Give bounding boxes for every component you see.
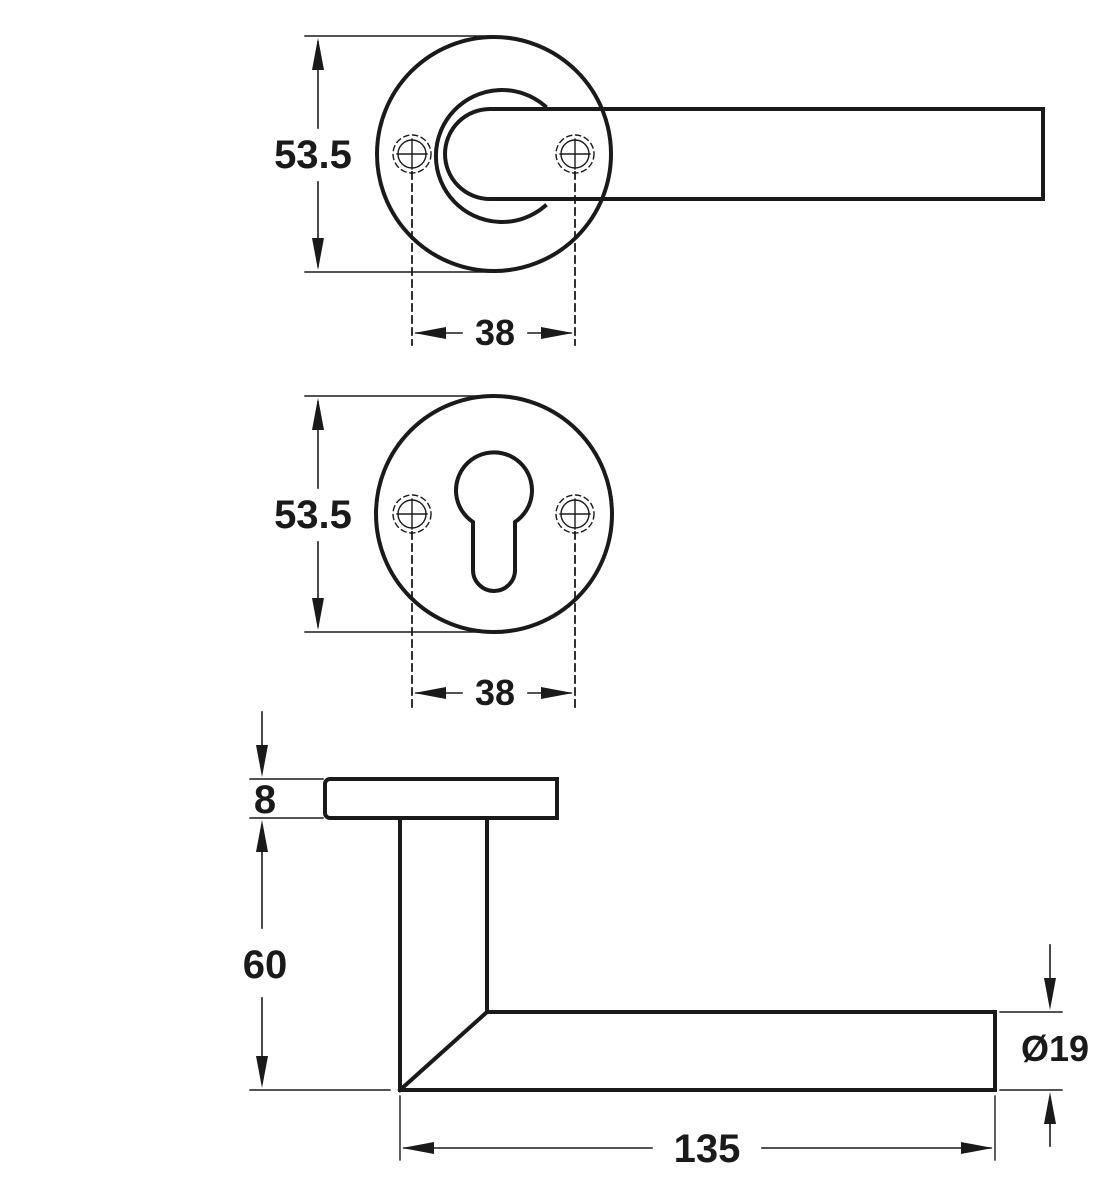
height-dimension-label: 53.5 <box>274 133 352 177</box>
handle-height-label: 60 <box>243 943 288 987</box>
bar-diameter-dimension-arrow <box>1044 944 1056 1147</box>
fixing-centres-dimension-arrow <box>414 327 573 339</box>
lever-mitre-line <box>397 1009 490 1093</box>
height-dimension-arrow <box>312 38 324 270</box>
screw-hole-right <box>555 134 595 174</box>
fixing-centres-dimension-arrow <box>414 687 573 699</box>
rose-thickness-dimension-arrow <box>256 711 268 929</box>
rose-outline <box>375 35 613 273</box>
height-dimension-arrow <box>312 398 324 630</box>
handle-side-view: 8 60 Ø19 135 <box>243 711 1089 1171</box>
euro-profile-keyhole <box>454 450 534 593</box>
screw-hole-left <box>392 134 432 174</box>
lever-neck-ring <box>434 88 548 224</box>
lever-side-profile <box>398 816 997 1092</box>
projection-label: 135 <box>674 1127 741 1171</box>
escutcheon-view: 53.5 38 <box>274 394 614 713</box>
rose-thickness-label: 8 <box>254 778 276 822</box>
handle-height-dimension-arrow <box>256 997 268 1088</box>
lever-bar <box>443 107 1045 201</box>
rose-side-profile <box>323 777 559 820</box>
height-dimension-label: 53.5 <box>274 493 352 537</box>
screw-hole-left <box>392 494 432 534</box>
bar-diameter-label: Ø19 <box>1021 1028 1089 1069</box>
projection-dimension-arrow <box>402 1142 993 1154</box>
handle-top-view: 53.5 38 <box>274 35 1045 353</box>
screw-hole-right <box>555 494 595 534</box>
fixing-centres-label: 38 <box>475 672 515 713</box>
fixing-centres-label: 38 <box>475 312 515 353</box>
